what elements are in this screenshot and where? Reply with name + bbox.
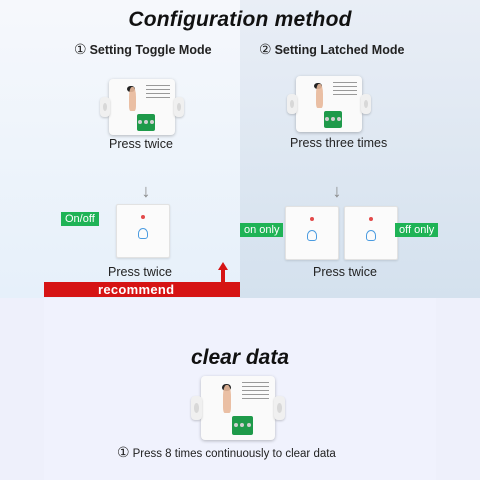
finger-press-icon [128, 86, 137, 112]
indicator-led [369, 217, 373, 221]
recommend-banner: recommend [44, 282, 240, 297]
toggle-switch-caption: Press twice [108, 265, 172, 279]
terminal-block [323, 110, 343, 128]
latched-mode-label: Setting Latched Mode [274, 43, 405, 57]
on-only-tag: on only [240, 223, 284, 237]
finger-press-icon [315, 83, 324, 109]
smart-switch-module [190, 376, 286, 440]
latched-switch-caption: Press twice [313, 265, 377, 279]
touch-icon [307, 230, 317, 241]
toggle-module-caption: Press twice [109, 137, 173, 151]
touch-icon [138, 228, 148, 239]
off-only-tag: off only [395, 223, 439, 237]
on-off-tag: On/off [61, 212, 99, 226]
indicator-led [310, 217, 314, 221]
finger-press-icon [223, 384, 232, 414]
smart-switch-module [286, 76, 372, 132]
terminal-block [136, 113, 156, 131]
terminal-block [232, 415, 253, 435]
step-number: ② [259, 41, 272, 57]
wall-touch-switch[interactable] [116, 204, 170, 258]
arrow-up-icon [218, 262, 228, 284]
wall-touch-switch-off[interactable] [344, 206, 398, 260]
step-number: ① [117, 444, 130, 460]
touch-icon [366, 230, 376, 241]
latched-module-caption: Press three times [290, 136, 388, 150]
wall-touch-switch-on[interactable] [285, 206, 339, 260]
toggle-mode-label: Setting Toggle Mode [89, 43, 212, 57]
arrow-down-icon: ↓ [332, 181, 342, 201]
step-number: ① [74, 41, 87, 57]
indicator-led [141, 215, 145, 219]
arrow-down-icon: ↓ [141, 181, 151, 201]
clear-data-text: Press 8 times continuously to clear data [132, 448, 336, 460]
page-title: Configuration method [128, 8, 352, 31]
clear-data-title: clear data [190, 346, 290, 369]
smart-switch-module [99, 79, 185, 135]
